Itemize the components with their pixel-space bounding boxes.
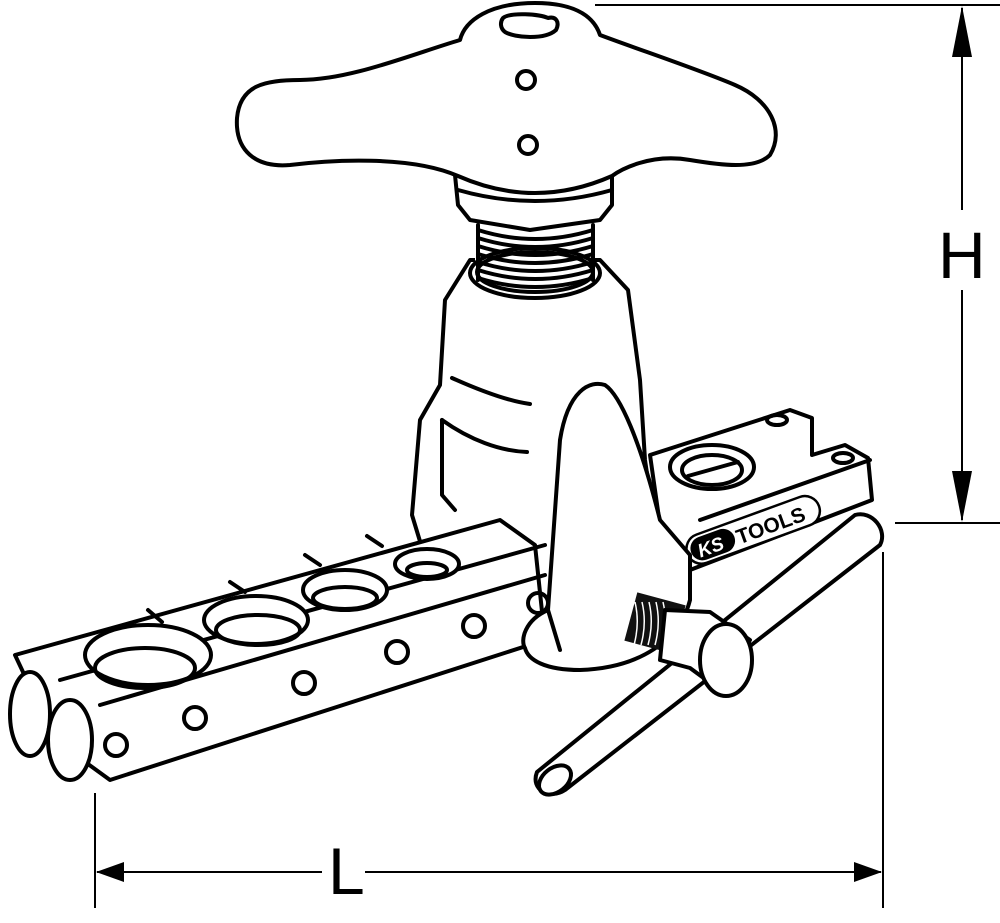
length-dimension-label: L	[328, 834, 365, 908]
dimension-l	[94, 552, 884, 908]
dimension-h	[595, 4, 1000, 524]
threaded-spindle	[468, 215, 602, 300]
t-handle	[234, 1, 778, 232]
clamp-handle	[533, 512, 884, 797]
height-dimension-label: H	[938, 218, 986, 292]
die-bar	[8, 518, 550, 782]
